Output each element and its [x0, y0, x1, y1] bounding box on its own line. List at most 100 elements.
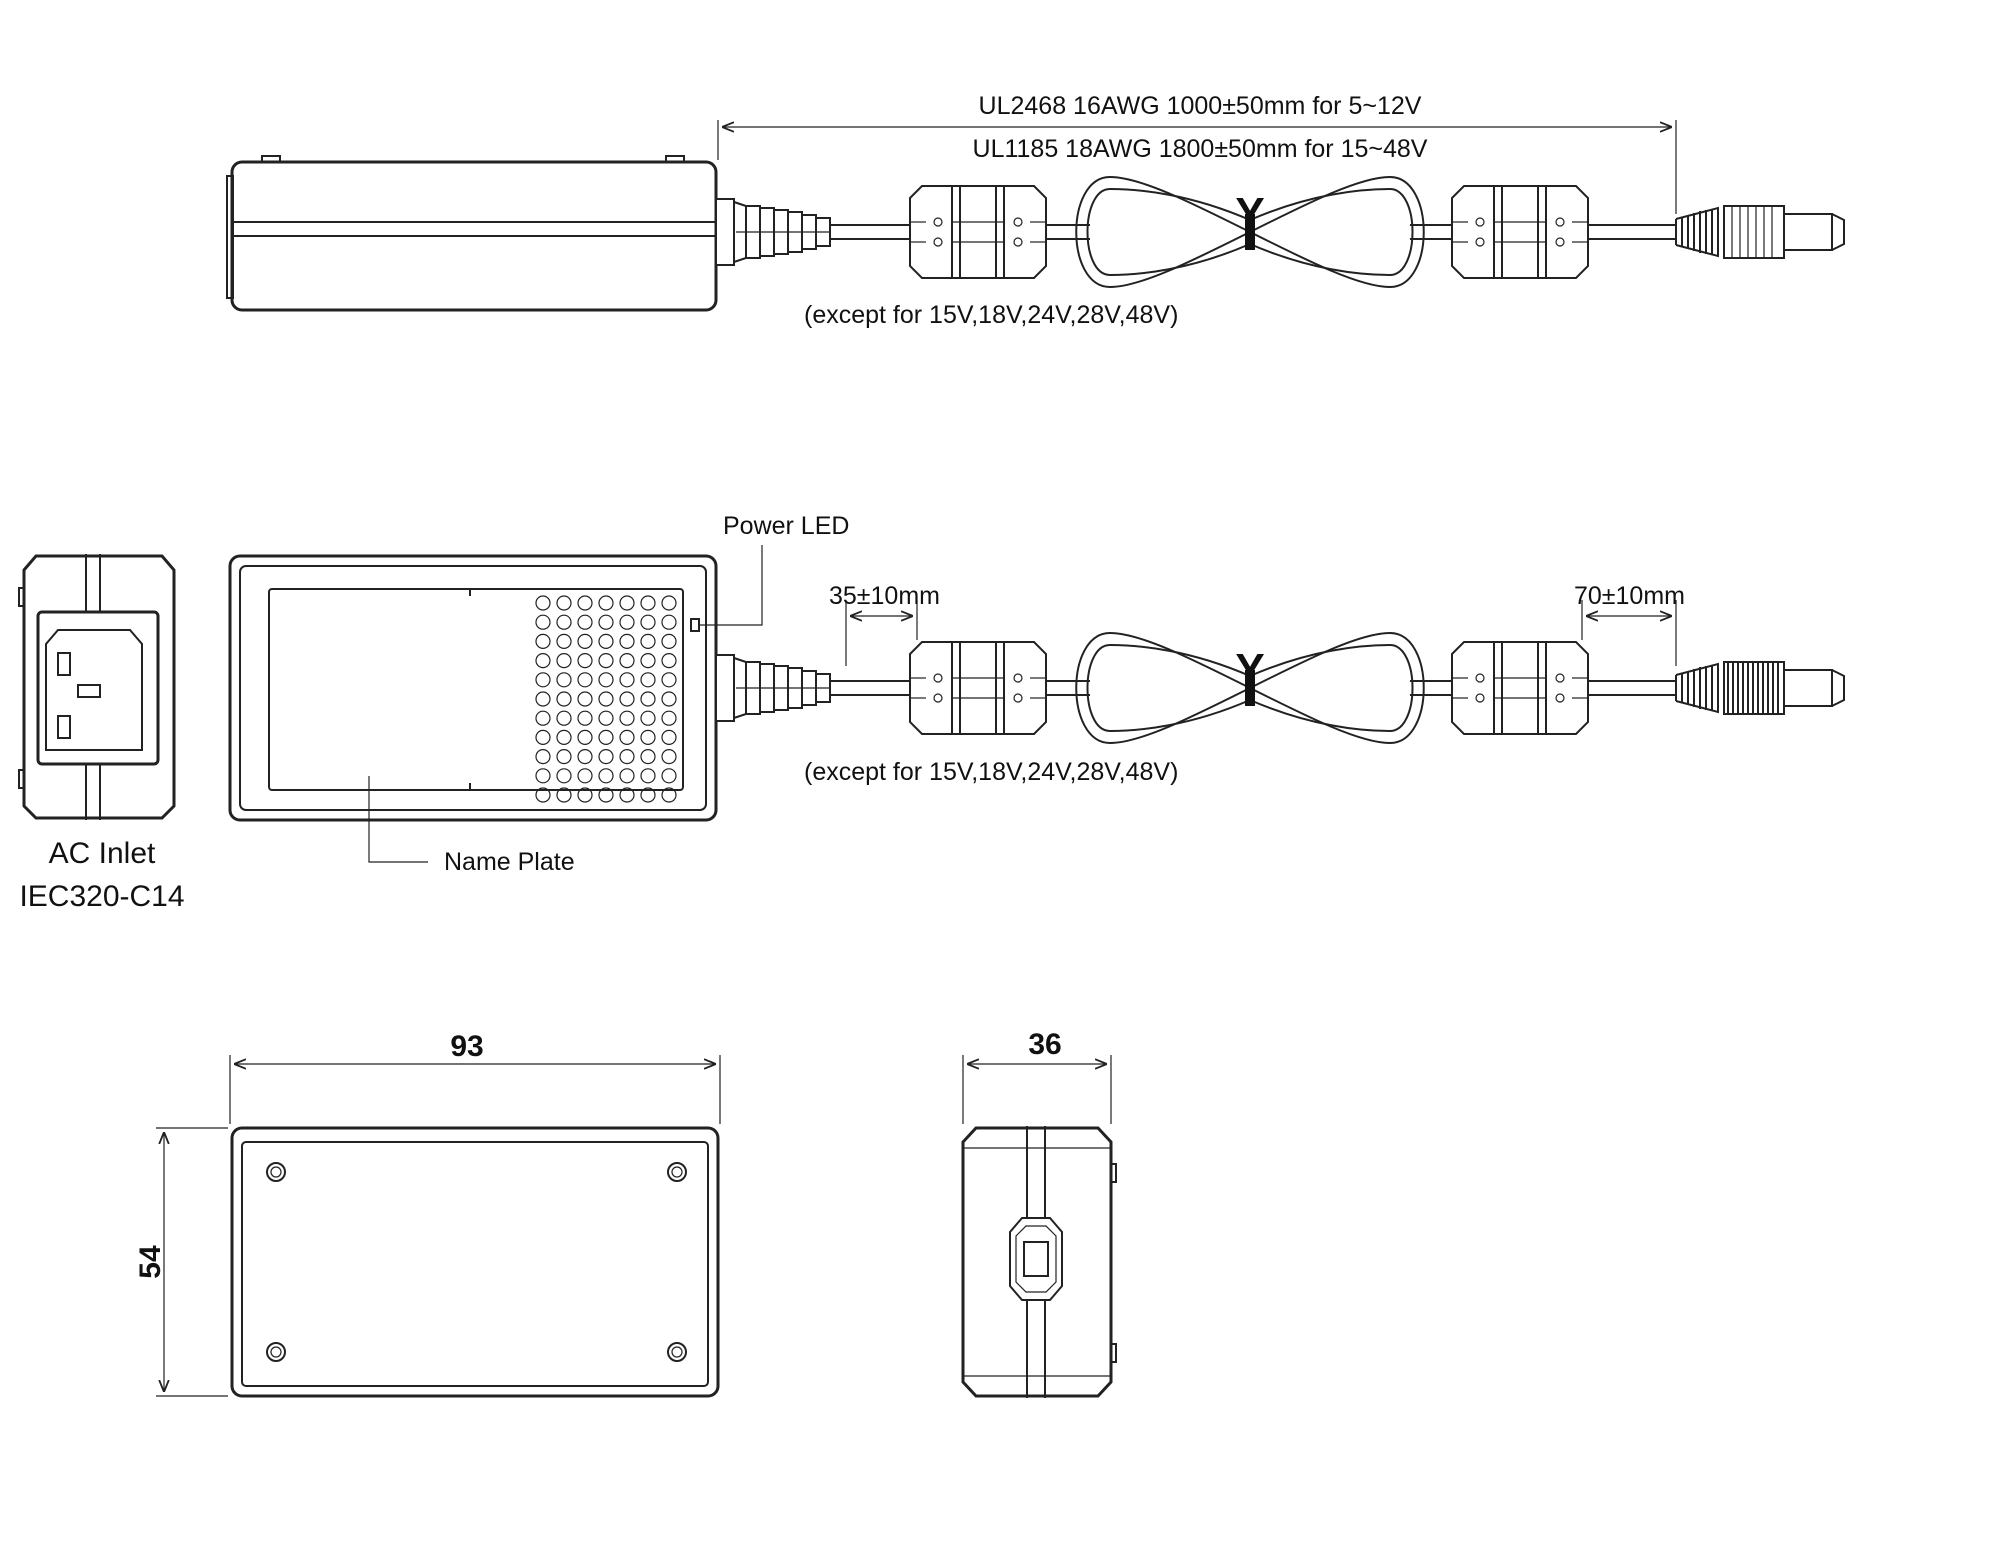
vent-hole — [577, 710, 593, 726]
vent-hole — [598, 672, 614, 688]
vent-hole — [661, 652, 677, 669]
iec-c14-socket — [36, 610, 160, 766]
side-view: 36 — [961, 1028, 1117, 1398]
vent-hole — [598, 768, 614, 784]
vent-hole — [556, 595, 572, 611]
adapter-body-bottom — [230, 1126, 720, 1398]
vent-hole — [556, 614, 572, 630]
vent-hole — [640, 748, 656, 765]
vent-hole — [577, 633, 593, 650]
cable-spec-line2: UL1185 18AWG 1800±50mm for 15~48V — [973, 135, 1428, 163]
vent-hole — [661, 768, 677, 784]
cable-mark-front: Y — [1235, 645, 1264, 694]
vent-hole — [535, 672, 551, 688]
except-note-top: (except for 15V,18V,24V,28V,48V) — [804, 301, 1178, 329]
vent-hole — [661, 729, 677, 746]
vent-hole — [535, 652, 551, 669]
vent-hole — [556, 710, 572, 726]
vent-hole — [619, 672, 635, 688]
vent-holes — [535, 595, 677, 803]
vent-hole — [619, 595, 635, 611]
vent-hole — [577, 787, 593, 803]
vent-hole — [661, 672, 677, 688]
except-note-front: (except for 15V,18V,24V,28V,48V) — [804, 758, 1178, 786]
vent-hole — [661, 710, 677, 726]
vent-hole — [640, 691, 656, 707]
vent-hole — [619, 787, 635, 803]
power-led-label: Power LED — [723, 512, 849, 540]
vent-hole — [640, 787, 656, 803]
ac-inlet-label: AC Inlet — [49, 837, 156, 870]
bottom-view: 93 54 — [134, 1030, 721, 1398]
vent-hole — [556, 748, 572, 765]
vent-hole — [619, 652, 635, 669]
vent-hole — [640, 710, 656, 726]
vent-hole — [661, 614, 677, 630]
length-dimension: 93 — [450, 1030, 483, 1063]
vent-hole — [598, 595, 614, 611]
vent-hole — [640, 614, 656, 630]
vent-hole — [535, 633, 551, 650]
vent-hole — [577, 595, 593, 611]
vent-hole — [640, 652, 656, 669]
vent-hole — [619, 633, 635, 650]
vent-hole — [535, 595, 551, 611]
vent-hole — [598, 614, 614, 630]
vent-hole — [577, 729, 593, 746]
vent-hole — [577, 652, 593, 669]
vent-hole — [535, 768, 551, 784]
vent-hole — [619, 729, 635, 746]
vent-hole — [598, 652, 614, 669]
vent-hole — [577, 768, 593, 784]
vent-hole — [535, 787, 551, 803]
ac-inlet-standard: IEC320-C14 — [19, 880, 184, 913]
vent-hole — [535, 691, 551, 707]
top-view: Y UL2468 16AWG 1000±50mm for 5~12V UL118… — [226, 92, 1844, 329]
vent-hole — [577, 614, 593, 630]
vent-hole — [577, 691, 593, 707]
vent-hole — [598, 691, 614, 707]
vent-hole — [640, 595, 656, 611]
vent-hole — [577, 672, 593, 688]
vent-hole — [598, 633, 614, 650]
depth-dimension: 36 — [1028, 1028, 1061, 1061]
vent-hole — [535, 748, 551, 765]
dc-output-socket — [1023, 1241, 1049, 1277]
vent-hole — [556, 691, 572, 707]
cable-spec-line1: UL2468 16AWG 1000±50mm for 5~12V — [979, 92, 1422, 120]
vent-hole — [640, 768, 656, 784]
vent-hole — [619, 614, 635, 630]
vent-hole — [619, 691, 635, 707]
vent-hole — [619, 768, 635, 784]
vent-hole — [556, 652, 572, 669]
vent-hole — [598, 710, 614, 726]
vent-hole — [640, 672, 656, 688]
vent-hole — [619, 710, 635, 726]
vent-hole — [661, 787, 677, 803]
vent-hole — [556, 672, 572, 688]
vent-hole — [619, 748, 635, 765]
vent-hole — [556, 787, 572, 803]
vent-hole — [535, 710, 551, 726]
cable-mark-top: Y — [1235, 189, 1264, 238]
vent-hole — [598, 787, 614, 803]
name-plate-area — [268, 588, 684, 791]
ac-inlet-view: AC Inlet IEC320-C14 — [18, 554, 185, 913]
front-view: Power LED Name Plate Y 35±10mm 70±10mm (… — [228, 512, 1844, 876]
vent-hole — [535, 729, 551, 746]
vent-hole — [661, 633, 677, 650]
vent-hole — [598, 729, 614, 746]
boot-to-bead-label: 35±10mm — [829, 582, 940, 610]
vent-hole — [661, 691, 677, 707]
vent-hole — [661, 748, 677, 765]
vent-hole — [640, 729, 656, 746]
vent-hole — [598, 748, 614, 765]
vent-hole — [556, 633, 572, 650]
vent-hole — [556, 729, 572, 746]
vent-hole — [661, 595, 677, 611]
name-plate-label: Name Plate — [444, 848, 575, 876]
power-led-indicator — [690, 618, 700, 632]
vent-hole — [556, 768, 572, 784]
bead-to-plug-label: 70±10mm — [1574, 582, 1685, 610]
vent-hole — [535, 614, 551, 630]
